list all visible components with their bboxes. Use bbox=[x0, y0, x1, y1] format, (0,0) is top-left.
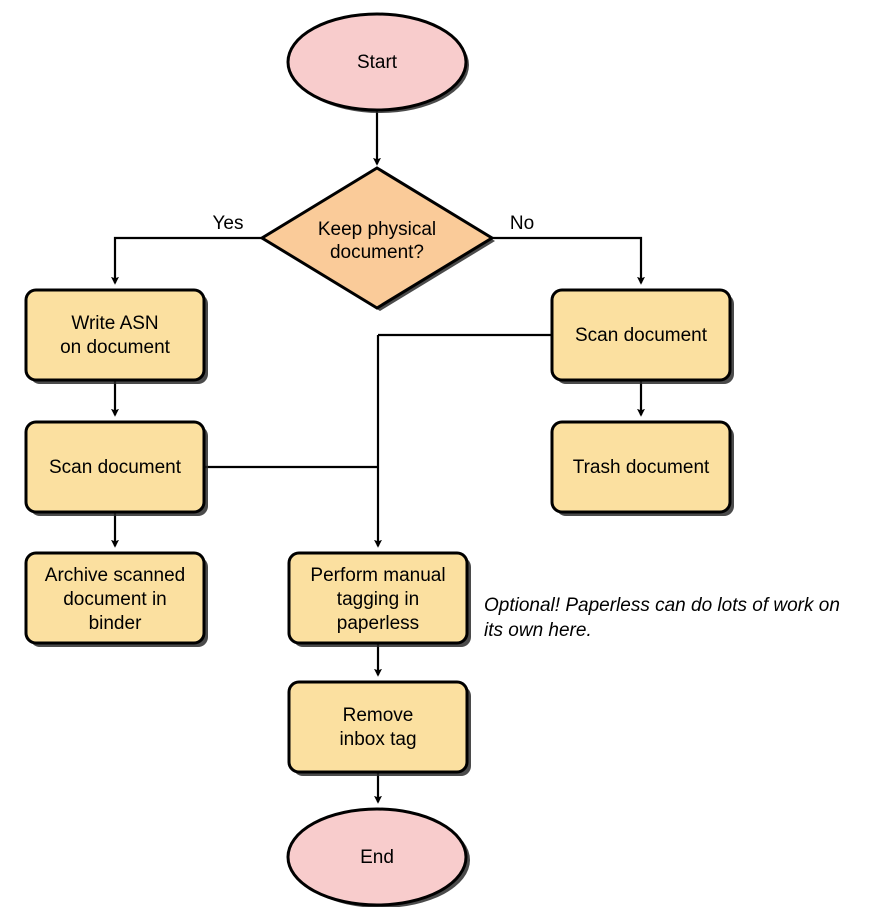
decision-diamond[interactable] bbox=[259, 166, 495, 310]
decision-label-line1: Keep physical bbox=[318, 219, 436, 240]
end-ellipse[interactable] bbox=[286, 807, 468, 907]
write-asn-label-line1: Write ASN bbox=[71, 313, 158, 334]
archive-binder-label-line2: document in bbox=[63, 589, 167, 610]
perform-tagging-label-line1: Perform manual bbox=[310, 565, 445, 586]
end-label: End bbox=[360, 847, 394, 868]
edges-layer bbox=[111, 110, 645, 804]
scan-right-label: Scan document bbox=[575, 325, 708, 346]
start-label: Start bbox=[357, 52, 398, 73]
edge-label-no: No bbox=[510, 213, 534, 234]
annotation-line2: its own here. bbox=[484, 620, 592, 641]
edge-label-yes: Yes bbox=[213, 213, 244, 234]
node-end[interactable]: End bbox=[286, 807, 470, 907]
annotation-line1: Optional! Paperless can do lots of work … bbox=[484, 595, 840, 616]
remove-inbox-label-line1: Remove bbox=[343, 705, 414, 726]
edge-decision-yes-to-write-asn bbox=[111, 236, 262, 285]
write-asn-label-line2: on document bbox=[60, 337, 171, 358]
trash-document-label: Trash document bbox=[573, 457, 710, 478]
node-scan-document-left[interactable]: Scan document bbox=[24, 420, 208, 516]
archive-binder-label-line3: binder bbox=[89, 613, 142, 634]
remove-inbox-label-line2: inbox tag bbox=[339, 729, 416, 750]
decision-label-line2: document? bbox=[330, 242, 424, 263]
node-archive-binder[interactable]: Archive scanned document in binder bbox=[24, 551, 208, 647]
node-start[interactable]: Start bbox=[286, 12, 469, 113]
node-perform-manual-tagging[interactable]: Perform manual tagging in paperless bbox=[287, 551, 471, 647]
node-remove-inbox-tag[interactable]: Remove inbox tag bbox=[287, 680, 471, 776]
perform-tagging-box[interactable] bbox=[287, 551, 469, 645]
archive-binder-label-line1: Archive scanned bbox=[45, 565, 185, 586]
scan-left-box[interactable] bbox=[24, 420, 206, 514]
scan-left-label: Scan document bbox=[49, 457, 182, 478]
annotation-optional-note: Optional! Paperless can do lots of work … bbox=[484, 595, 840, 641]
remove-inbox-box[interactable] bbox=[287, 680, 469, 774]
node-write-asn[interactable]: Write ASN on document bbox=[24, 288, 208, 384]
node-trash-document[interactable]: Trash document bbox=[550, 420, 734, 516]
archive-binder-box[interactable] bbox=[24, 551, 206, 645]
write-asn-box[interactable] bbox=[24, 288, 206, 382]
start-ellipse[interactable] bbox=[286, 12, 468, 112]
node-keep-physical-decision[interactable]: Keep physical document? bbox=[259, 166, 495, 311]
trash-document-box[interactable] bbox=[550, 420, 732, 514]
edge-decision-no-to-scan-right bbox=[492, 236, 645, 285]
node-scan-document-right[interactable]: Scan document bbox=[550, 288, 734, 384]
scan-right-box[interactable] bbox=[550, 288, 732, 382]
edge-labels-layer: Yes No bbox=[213, 213, 535, 234]
perform-tagging-label-line3: paperless bbox=[337, 613, 419, 634]
perform-tagging-label-line2: tagging in bbox=[337, 589, 419, 610]
